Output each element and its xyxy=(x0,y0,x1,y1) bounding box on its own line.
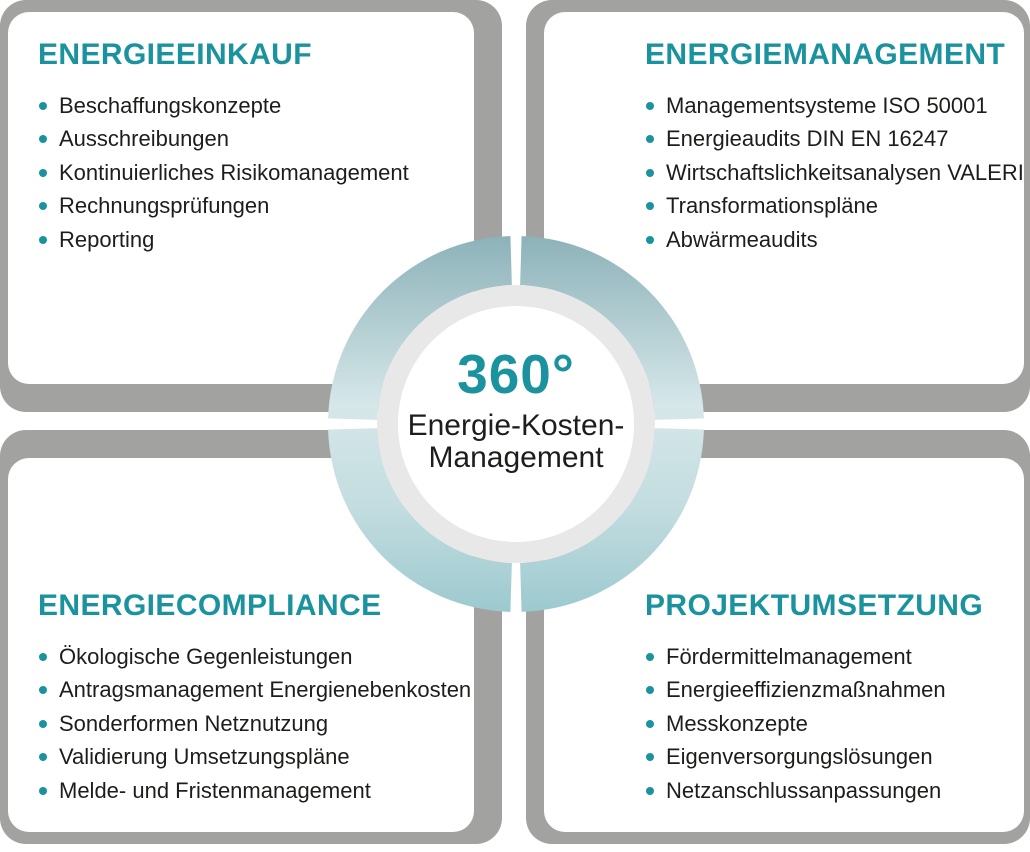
list-item: Validierung Umsetzungspläne xyxy=(38,740,471,773)
list-item: Netzanschlussanpassungen xyxy=(645,774,983,807)
list-item-label: Ökologische Gegenleistungen xyxy=(59,644,353,669)
bullet-icon xyxy=(39,753,47,762)
card-title-energiemanagement: ENERGIEMANAGEMENT xyxy=(645,38,1006,71)
list-item: Antragsmanagement Energienebenkosten xyxy=(38,673,471,706)
list-item: Eigenversorgungslösungen xyxy=(645,740,983,773)
list-item-label: Eigenversorgungslösungen xyxy=(666,744,933,770)
bullet-icon xyxy=(39,168,47,177)
list-item: Wirtschaftslichkeitsanalysen VALERI xyxy=(645,156,1024,189)
bullet-icon xyxy=(39,719,47,728)
list-item: Rechnungsprüfungen xyxy=(38,189,409,222)
card-title-projektumsetzung: PROJEKTUMSETZUNG xyxy=(645,589,984,622)
list-item-label: Abwärmeaudits xyxy=(666,226,818,252)
list-item-label: Rechnungsprüfungen xyxy=(59,193,270,219)
center-ring-graphic xyxy=(328,236,704,612)
list-item-label: Managementsysteme ISO 50001 xyxy=(666,93,988,118)
bullet-icon xyxy=(646,686,654,695)
list-item: Transformationspläne xyxy=(645,189,1024,222)
center-disc xyxy=(398,306,634,542)
degree-value: 360° xyxy=(457,343,575,405)
bullet-icon xyxy=(646,653,654,661)
bullet-icon xyxy=(646,135,654,144)
list-item-label: Reporting xyxy=(59,226,155,252)
card-title-energiecompliance: ENERGIECOMPLIANCE xyxy=(38,589,382,622)
bullet-icon xyxy=(39,102,47,110)
list-item: Energieaudits DIN EN 16247 xyxy=(645,122,1024,155)
list-item: Sonderformen Netznutzung xyxy=(38,707,471,740)
list-item-label: Energieaudits DIN EN 16247 xyxy=(666,126,949,152)
bullet-icon xyxy=(646,235,654,244)
list-item-label: Melde- und Fristenmanagement xyxy=(59,777,371,803)
list-item-label: Antragsmanagement Energienebenkosten xyxy=(59,677,472,703)
list-item-label: Beschaffungskonzepte xyxy=(59,93,282,118)
ring-arc-bottom-left xyxy=(328,428,512,612)
list-item-label: Kontinuierliches Risikomanagement xyxy=(59,159,409,185)
ring-arc-top-right xyxy=(520,236,704,420)
list-item: Abwärmeaudits xyxy=(645,223,1024,256)
list-item: Fördermittelmanagement xyxy=(645,640,983,673)
list-item: Melde- und Fristenmanagement xyxy=(38,774,471,807)
bullet-icon xyxy=(39,786,47,795)
list-item-label: Energieeffizienzmaßnahmen xyxy=(666,677,946,703)
center-label: 360° Energie-Kosten- Management xyxy=(326,343,706,474)
list-item: Reporting xyxy=(38,223,409,256)
list-item: Beschaffungskonzepte xyxy=(38,89,409,122)
service-list-energiecompliance: Ökologische Gegenleistungen Antragsmanag… xyxy=(38,640,471,807)
list-item-label: Messkonzepte xyxy=(666,710,808,736)
card-content-energieeinkauf: ENERGIEEINKAUF Beschaffungskonzepte Auss… xyxy=(38,40,409,256)
service-list-energieeinkauf: Beschaffungskonzepte Ausschreibungen Kon… xyxy=(38,89,409,256)
bullet-icon xyxy=(646,102,654,110)
bullet-icon xyxy=(39,653,47,661)
bullet-icon xyxy=(646,168,654,177)
list-item-label: Wirtschaftslichkeitsanalysen VALERI xyxy=(666,159,1024,185)
ring-arc-top-left xyxy=(328,236,512,420)
card-title-energieeinkauf: ENERGIEEINKAUF xyxy=(38,38,312,71)
list-item: Ausschreibungen xyxy=(38,122,409,155)
list-item-label: Fördermittelmanagement xyxy=(666,644,912,669)
bullet-icon xyxy=(646,753,654,762)
list-item-label: Netzanschlussanpassungen xyxy=(666,777,942,803)
list-item: Kontinuierliches Risikomanagement xyxy=(38,156,409,189)
card-content-energiecompliance: ENERGIECOMPLIANCE Ökologische Gegenleist… xyxy=(38,591,471,807)
ring-arc-bottom-right xyxy=(520,428,704,612)
card-content-energiemanagement: ENERGIEMANAGEMENT Managementsysteme ISO … xyxy=(645,40,1024,256)
list-item-label: Ausschreibungen xyxy=(59,126,230,152)
bullet-icon xyxy=(39,135,47,144)
list-item: Messkonzepte xyxy=(645,707,983,740)
list-item-label: Transformationspläne xyxy=(666,193,878,219)
bullet-icon xyxy=(39,235,47,244)
list-item: Managementsysteme ISO 50001 xyxy=(645,89,1024,122)
list-item: Energieeffizienzmaßnahmen xyxy=(645,673,983,706)
card-content-projektumsetzung: PROJEKTUMSETZUNG Fördermittelmanagement … xyxy=(645,591,983,807)
service-list-projektumsetzung: Fördermittelmanagement Energieeffizienzm… xyxy=(645,640,983,807)
service-list-energiemanagement: Managementsysteme ISO 50001 Energieaudit… xyxy=(645,89,1024,256)
bullet-icon xyxy=(39,686,47,695)
list-item-label: Sonderformen Netznutzung xyxy=(59,710,329,736)
bullet-icon xyxy=(646,786,654,795)
list-item: Ökologische Gegenleistungen xyxy=(38,640,471,673)
bullet-icon xyxy=(646,719,654,728)
bullet-icon xyxy=(39,202,47,211)
list-item-label: Validierung Umsetzungspläne xyxy=(59,744,350,770)
center-title-line2: Management xyxy=(428,441,604,474)
center-title-line1: Energie-Kosten- xyxy=(407,409,625,442)
bullet-icon xyxy=(646,202,654,211)
